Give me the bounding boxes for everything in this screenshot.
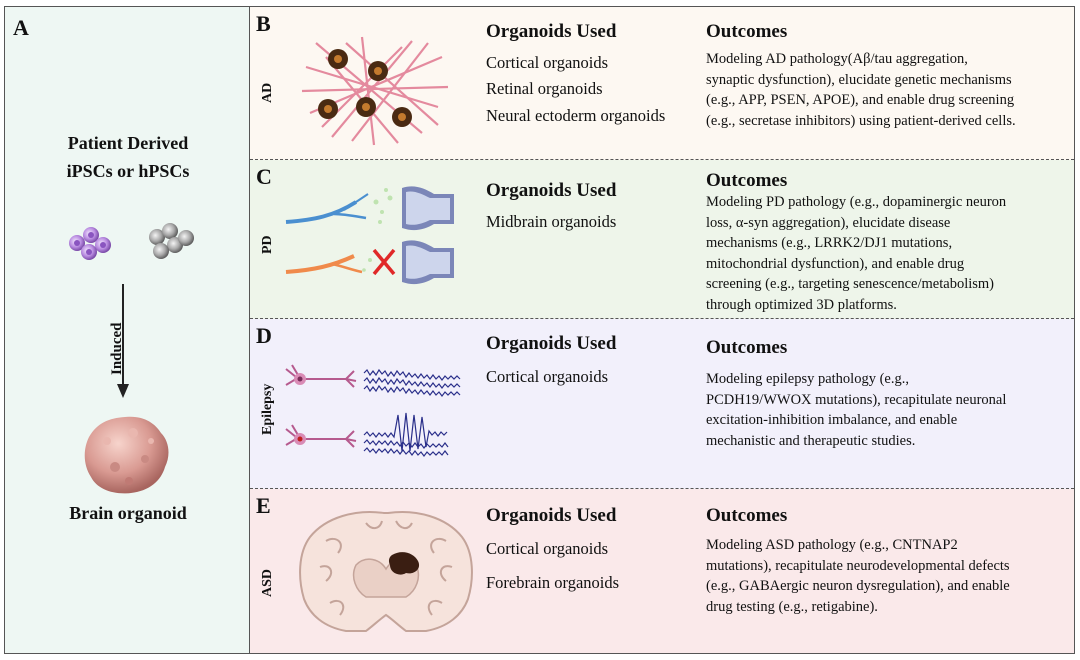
organoids-header: Organoids Used: [486, 505, 617, 526]
panel-c-letter: C: [256, 164, 272, 189]
organoid-item: Cortical organoids: [486, 539, 609, 558]
organoid-item: Forebrain organoids: [486, 573, 620, 592]
dopaminergic-synapse-icon: [285, 186, 454, 285]
panel-a: A Patient Derived iPSCs or hPSCs Induced: [4, 6, 250, 654]
brain-organoid-icon: [84, 416, 169, 494]
outcomes-text: Modeling epilepsy pathology (e.g.,PCDH19…: [706, 371, 1007, 449]
amyloid-tau-icon: [301, 36, 449, 146]
induced-label: Induced: [109, 322, 125, 375]
source-title-line1: Patient Derived: [67, 133, 189, 153]
outcomes-text: Modeling PD pathology (e.g., dopaminergi…: [706, 194, 1007, 313]
outcomes-header: Outcomes: [706, 505, 788, 526]
panel-e-letter: E: [256, 493, 271, 518]
panel-b-letter: B: [256, 11, 271, 36]
neuron-eeg-icon: [285, 364, 461, 457]
organoid-item: Neural ectoderm organoids: [486, 106, 666, 125]
disease-label-pd: PD: [260, 235, 275, 254]
organoid-item: Cortical organoids: [486, 367, 609, 386]
row-epilepsy: D Epilepsy Organoids Used Cortical organ…: [250, 319, 1074, 489]
outcomes-header: Outcomes: [706, 21, 788, 42]
organoids-header: Organoids Used: [486, 21, 617, 42]
brain-organoid-label: Brain organoid: [69, 503, 187, 523]
panel-d-letter: D: [256, 323, 272, 348]
disease-panels: B AD Organoids Used Cortical organoids R…: [250, 6, 1075, 654]
organoid-item: Retinal organoids: [486, 79, 603, 98]
disease-label-epilepsy: Epilepsy: [260, 383, 275, 435]
disease-label-ad: AD: [260, 82, 275, 103]
outcomes-text: Modeling AD pathology(Aβ/tau aggregation…: [706, 51, 1016, 129]
source-title-line2: iPSCs or hPSCs: [66, 161, 190, 181]
row-asd: E ASD Organoids Used Cortical organoids …: [250, 489, 1074, 653]
outcomes-header: Outcomes: [706, 170, 788, 191]
organoids-header: Organoids Used: [486, 180, 617, 201]
row-ad: B AD Organoids Used Cortical organoids R…: [250, 7, 1074, 160]
stem-cells-icon: [69, 223, 194, 260]
organoids-header: Organoids Used: [486, 333, 617, 354]
row-pd: C PD Organoids Used Midbrain organoids O…: [250, 160, 1074, 319]
brain-section-icon: [299, 511, 473, 632]
organoid-item: Midbrain organoids: [486, 212, 617, 231]
outcomes-header: Outcomes: [706, 337, 788, 358]
disease-label-asd: ASD: [260, 568, 275, 597]
induced-arrow: [117, 284, 129, 398]
panel-a-letter: A: [13, 15, 29, 40]
organoid-item: Cortical organoids: [486, 53, 609, 72]
